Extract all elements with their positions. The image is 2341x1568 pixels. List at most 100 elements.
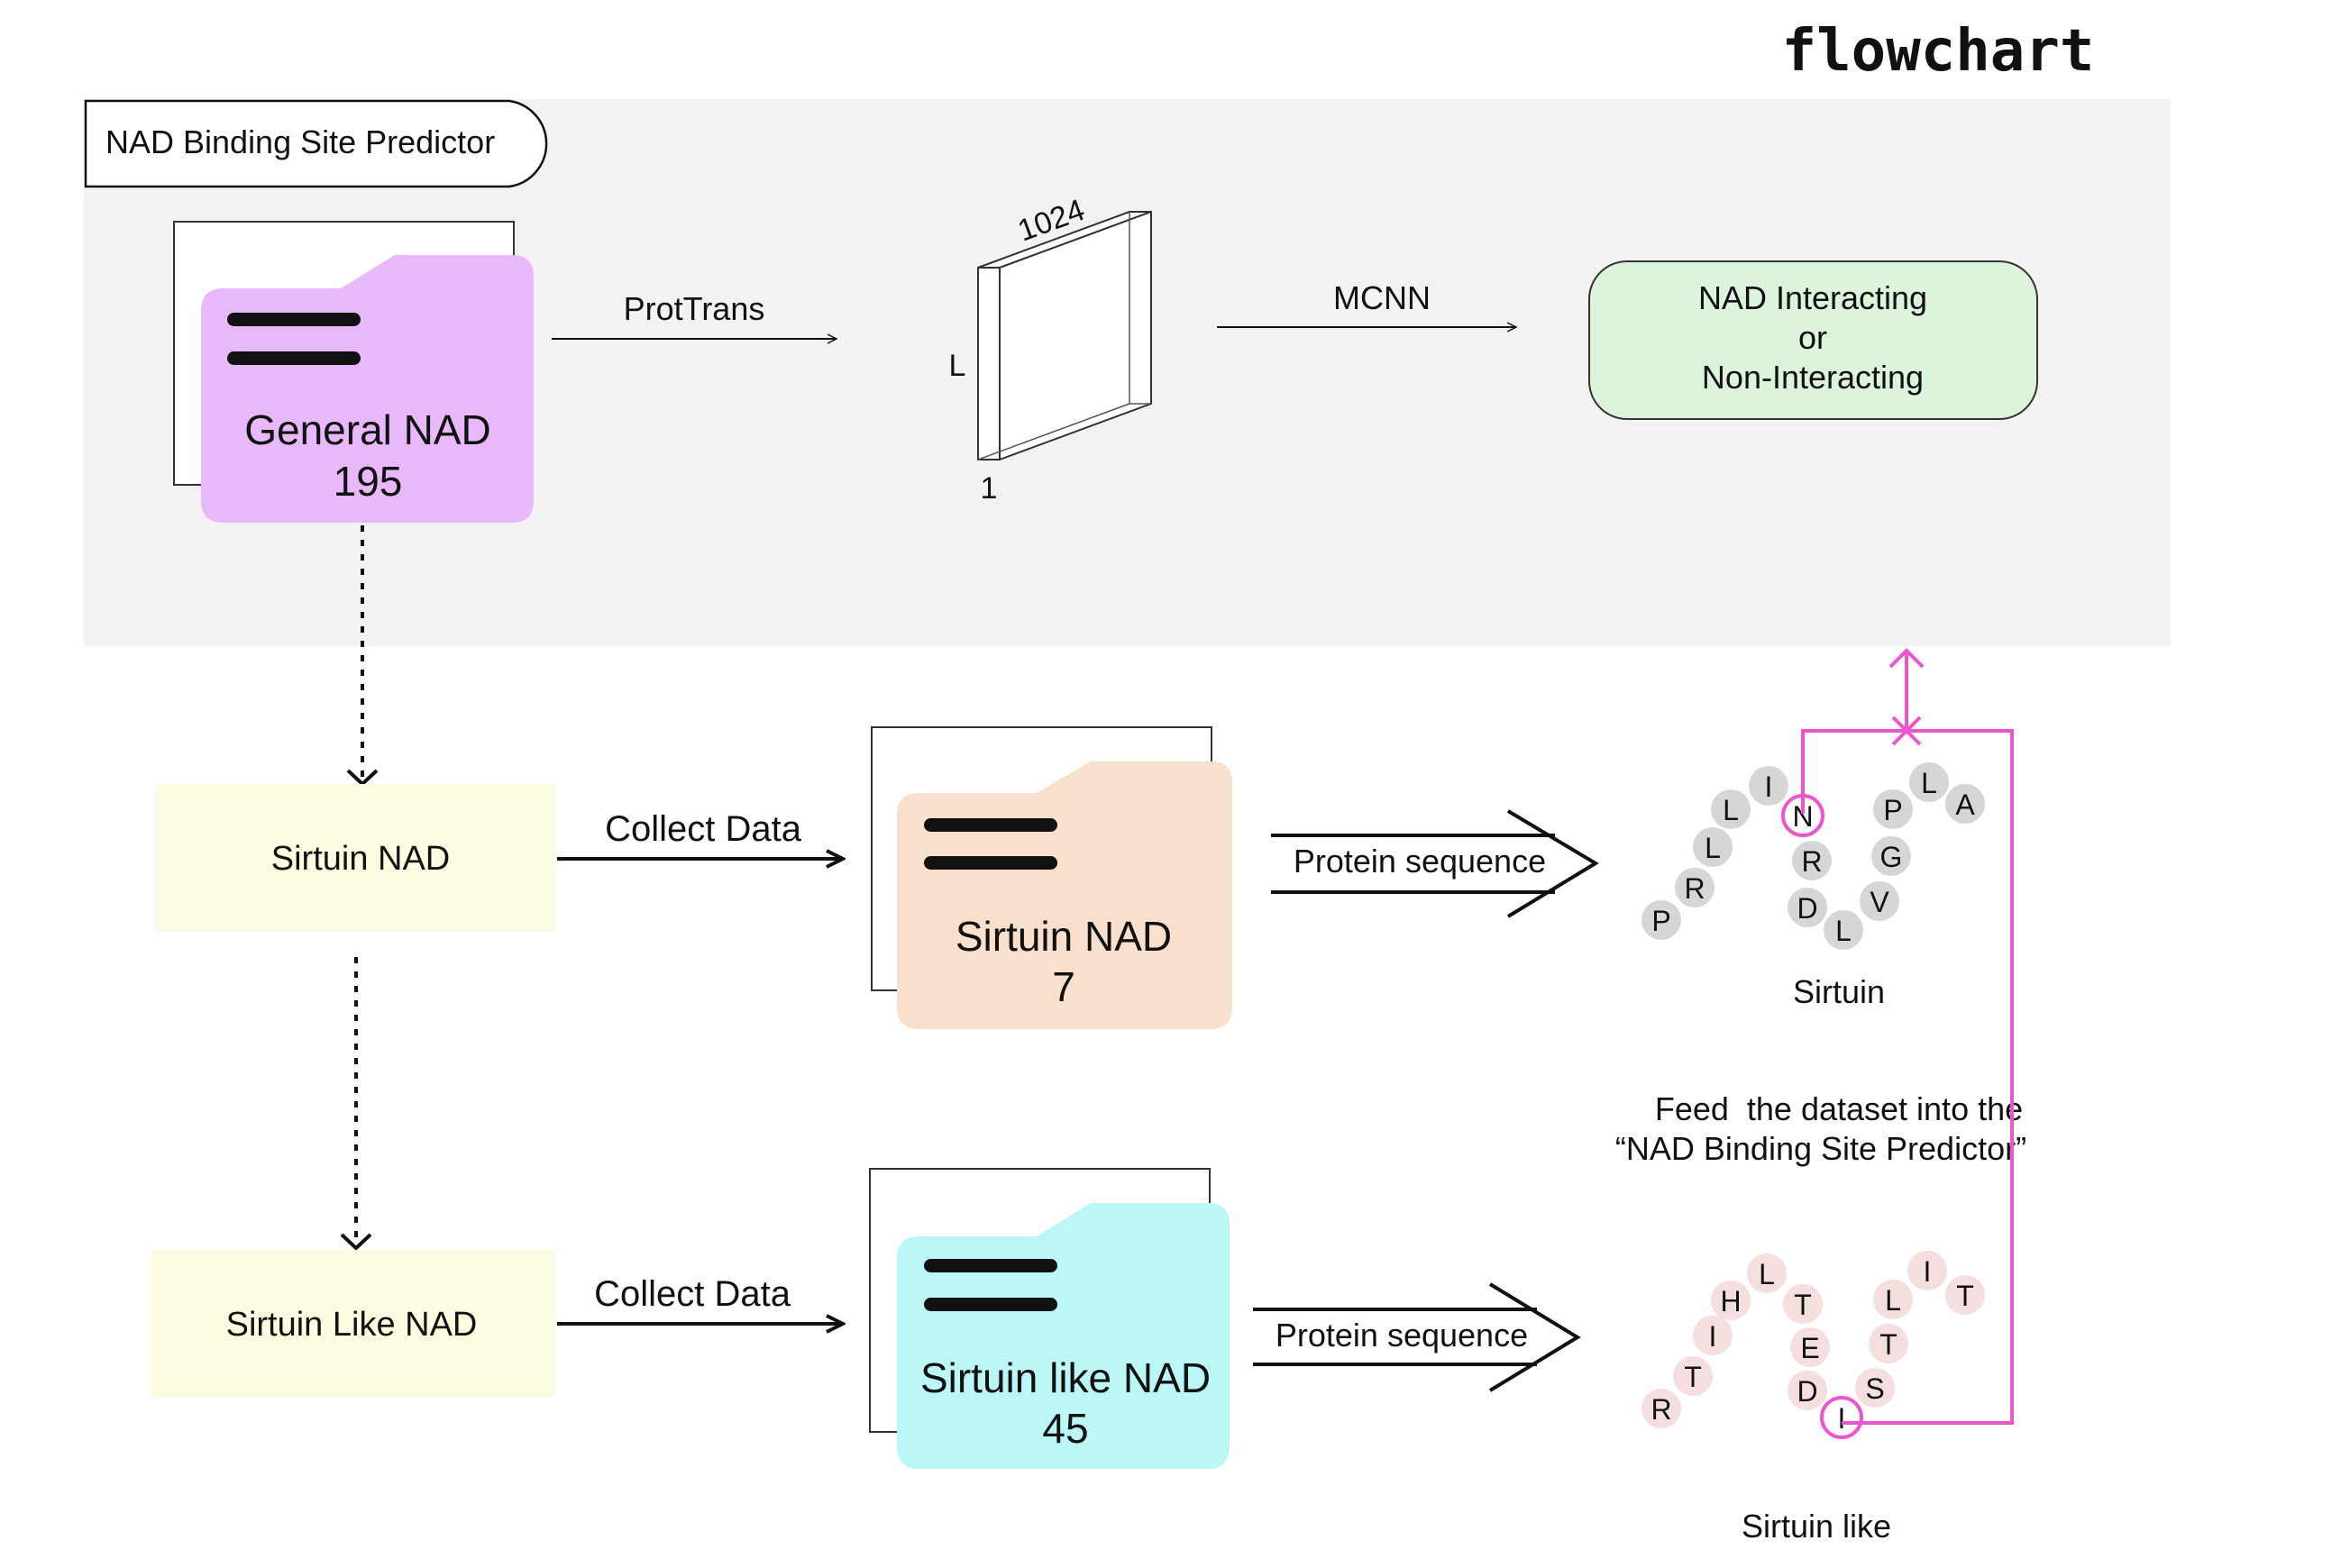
panel-label: NAD Binding Site Predictor <box>105 123 495 160</box>
folder-count: 7 <box>1052 963 1075 1010</box>
residue-letter: T <box>1794 1289 1812 1321</box>
feed-line-1: Feed the dataset into the <box>1655 1090 2023 1127</box>
protein-sequence-label: Protein sequence <box>1294 843 1546 880</box>
residue-bead <box>1869 1324 1908 1363</box>
output-line-2: or <box>1798 319 1827 356</box>
highlighted-residue <box>1820 1396 1863 1439</box>
tensor-height-label: L <box>949 349 966 383</box>
protein-sequence-arrow <box>1271 809 1599 918</box>
residue-bead <box>1945 784 1985 824</box>
residue-bead <box>1693 1316 1733 1355</box>
output-line-3: Non-Interacting <box>1702 359 1924 396</box>
embedding-tensor: 1024 L 1 <box>949 193 1152 506</box>
residue-bead <box>1790 1327 1830 1367</box>
residue-letter: I <box>1838 1402 1846 1435</box>
collect-data-label: Collect Data <box>605 809 802 849</box>
junction-cross-icon <box>1891 716 1922 746</box>
class-label-sirtuin: Sirtuin NAD <box>271 840 451 878</box>
residue-letter: V <box>1870 886 1889 918</box>
residue-bead <box>1673 1356 1713 1396</box>
residue-bead <box>1945 1275 1985 1315</box>
residue-letter: R <box>1651 1393 1671 1426</box>
residue-letter: D <box>1797 892 1817 925</box>
sirtuin-like-nad-folder: Sirtuin like NAD 45 <box>869 1168 1230 1469</box>
residue-bead <box>1909 762 1949 802</box>
residue-bead <box>1873 789 1913 829</box>
residue-bead <box>1792 841 1832 880</box>
folder-bar-icon <box>924 1298 1057 1311</box>
output-box <box>1588 260 2038 420</box>
residue-letter: A <box>1955 789 1975 821</box>
folder-name: Sirtuin NAD <box>956 913 1172 960</box>
panel-label-tab <box>84 99 548 188</box>
output-line-1: NAD Interacting <box>1698 279 1927 316</box>
residue-bead <box>1641 1389 1681 1428</box>
general-nad-folder: General NAD 195 <box>173 221 534 523</box>
residue-letter: R <box>1801 845 1822 878</box>
folder-bar-icon <box>924 856 1057 870</box>
residue-bead <box>1855 1368 1895 1408</box>
sirtuin-caption: Sirtuin <box>1793 973 1885 1010</box>
residue-bead <box>1747 1253 1787 1293</box>
residue-letter: R <box>1684 872 1705 905</box>
page-title: flowchart <box>1782 18 2095 85</box>
residue-bead <box>1675 868 1715 907</box>
prottrans-label: ProtTrans <box>624 290 765 327</box>
residue-letter: L <box>1705 832 1721 864</box>
residue-letter: T <box>1684 1361 1702 1393</box>
residue-letter: E <box>1800 1332 1819 1364</box>
sirtuin-like-caption: Sirtuin like <box>1742 1508 1891 1545</box>
feedback-arrow-head <box>1888 648 1925 669</box>
class-label-sirtuin-like: Sirtuin Like NAD <box>226 1306 478 1344</box>
residue-letter: H <box>1720 1285 1741 1317</box>
residue-letter: P <box>1883 794 1902 826</box>
feedback-connector <box>1801 648 2014 1425</box>
residue-letter: S <box>1865 1372 1884 1405</box>
residue-bead <box>1788 1371 1827 1410</box>
residue-letter: T <box>1879 1328 1897 1361</box>
residue-bead <box>1871 836 1911 876</box>
residue-bead <box>1711 1281 1751 1320</box>
residue-bead <box>1860 881 1899 921</box>
residue-bead <box>1873 1280 1913 1319</box>
class-box-sirtuin-like <box>151 1250 555 1397</box>
tensor-depth-label: 1 <box>981 471 998 506</box>
residue-letter: I <box>1924 1255 1932 1288</box>
folder-bar-icon <box>924 1259 1057 1272</box>
residue-letter: P <box>1651 905 1670 937</box>
folder-bar-icon <box>227 351 361 365</box>
sirtuin-nad-folder: Sirtuin NAD 7 <box>871 726 1232 1029</box>
folder-name: Sirtuin like NAD <box>920 1354 1211 1401</box>
residue-letter: L <box>1759 1258 1775 1290</box>
class-box-sirtuin <box>156 784 555 931</box>
residue-letter: T <box>1956 1280 1974 1312</box>
residue-bead <box>1749 766 1788 806</box>
residue-bead <box>1711 789 1751 829</box>
feed-line-2: “NAD Binding Site Predictor” <box>1615 1130 2026 1167</box>
folder-count: 195 <box>334 458 403 505</box>
folder-name: General NAD <box>244 406 491 453</box>
residue-bead <box>1907 1251 1947 1290</box>
residue-letter: L <box>1723 794 1739 826</box>
folder-count: 45 <box>1042 1405 1088 1452</box>
folder-bar-icon <box>924 818 1057 832</box>
residue-bead <box>1641 900 1681 940</box>
collect-data-label: Collect Data <box>594 1274 791 1314</box>
residue-bead <box>1693 827 1733 867</box>
protein-sequence-label: Protein sequence <box>1276 1317 1528 1354</box>
residue-letter: D <box>1797 1375 1817 1408</box>
folder-bar-icon <box>227 313 361 326</box>
residue-letter: L <box>1835 915 1852 947</box>
mcnn-label: MCNN <box>1333 279 1431 316</box>
dotted-arrow-head <box>340 1233 372 1251</box>
residue-letter: G <box>1880 841 1903 873</box>
residue-letter: I <box>1765 770 1773 803</box>
residue-letter: I <box>1709 1320 1717 1353</box>
residue-letter: L <box>1921 767 1937 799</box>
protein-sequence-arrow <box>1253 1282 1581 1392</box>
residue-bead <box>1783 1284 1823 1324</box>
residue-bead <box>1788 888 1827 927</box>
